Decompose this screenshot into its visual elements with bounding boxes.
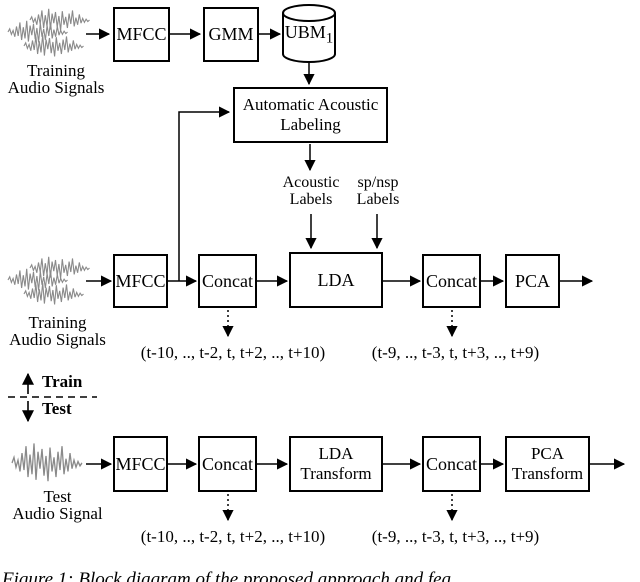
training-audio-signals-label-2: Training Audio Signals	[9, 313, 106, 349]
concat-box-row2-b: Concat	[422, 254, 481, 308]
context-window-text-row3-a: (t-10, .., t-2, t, t+2, .., t+10)	[140, 527, 326, 546]
training-audio-signals-label-1: Training Audio Signals	[7, 61, 105, 97]
figure-caption: Figure 1: Block diagram of the proposed …	[2, 569, 452, 582]
lda-transform-box: LDA Transform	[289, 436, 383, 492]
concat-box-row3-b: Concat	[422, 436, 481, 492]
ubm-cylinder-label: UBM1	[284, 22, 334, 47]
test-audio-signal-label: Test Audio Signal	[12, 487, 103, 523]
context-window-text-row2-a: (t-10, .., t-2, t, t+2, .., t+10)	[140, 343, 326, 362]
context-window-text-row3-b: (t-9, .., t-3, t, t+3, .., t+9)	[371, 527, 540, 546]
mfcc-box-row1: MFCC	[113, 7, 170, 62]
context-window-text-row2-b: (t-9, .., t-3, t, t+3, .., t+9)	[371, 343, 540, 362]
training-waveform-multi-icon-2	[7, 256, 91, 305]
pca-box: PCA	[505, 254, 560, 308]
gmm-box: GMM	[203, 7, 259, 62]
automatic-acoustic-labeling-box: Automatic Acoustic Labeling	[233, 87, 388, 143]
pca-transform-box: PCA Transform	[505, 436, 590, 492]
database-cylinder-icon	[282, 4, 336, 63]
mfcc-box-row2: MFCC	[113, 254, 168, 308]
test-waveform-icon	[11, 442, 83, 483]
mfcc-box-row3: MFCC	[113, 436, 168, 492]
feedback-line-mfcc-to-labeling	[178, 106, 231, 281]
spnsp-labels-label: sp/nsp Labels	[356, 174, 400, 208]
train-label: Train	[42, 372, 83, 391]
concat-box-row2-a: Concat	[198, 254, 257, 308]
acoustic-labels-label: Acoustic Labels	[282, 174, 340, 208]
concat-box-row3-a: Concat	[198, 436, 257, 492]
training-waveform-multi-icon	[7, 8, 91, 57]
lda-box: LDA	[289, 252, 383, 308]
test-label: Test	[42, 399, 72, 418]
